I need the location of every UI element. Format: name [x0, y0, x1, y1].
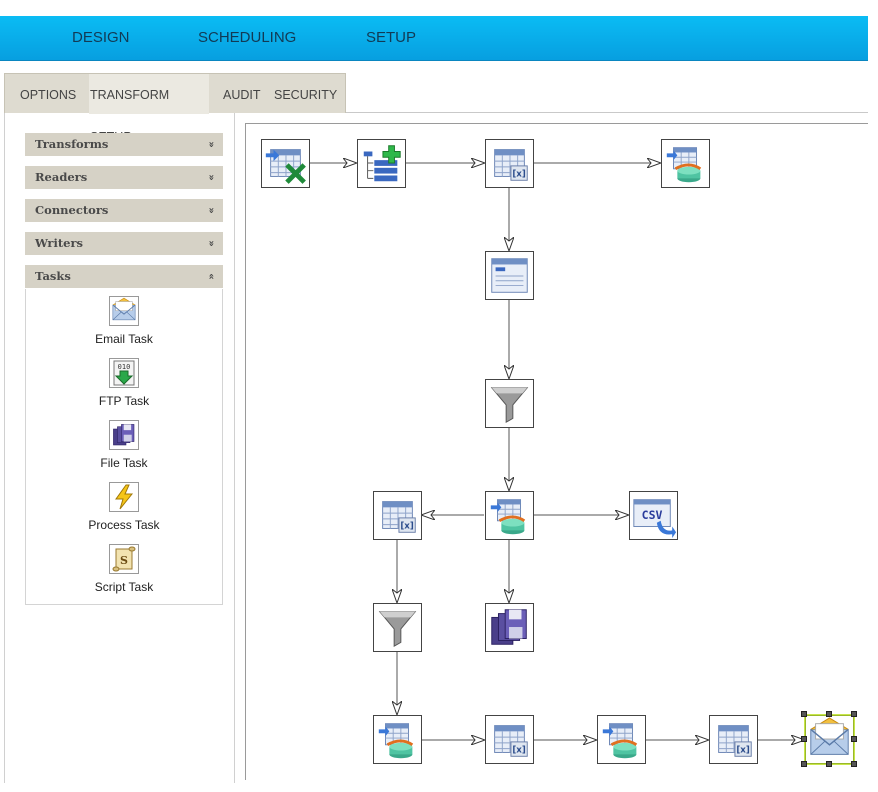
chevron-down-icon: » [205, 207, 217, 214]
section-readers[interactable]: Readers » [25, 166, 223, 189]
lightning-icon[interactable] [109, 482, 139, 512]
database-writer-icon [662, 140, 709, 187]
svg-text:S: S [120, 554, 128, 567]
table-function-icon [486, 140, 533, 187]
resize-handle[interactable] [851, 761, 857, 767]
table-transform-node[interactable] [485, 715, 534, 764]
resize-handle[interactable] [826, 761, 832, 767]
database-writer-node[interactable] [661, 139, 710, 188]
database-writer-node[interactable] [373, 715, 422, 764]
table-transform-node[interactable] [709, 715, 758, 764]
resize-handle[interactable] [826, 711, 832, 717]
task-label-process: Process Task [88, 518, 160, 532]
section-label: Readers [35, 170, 88, 184]
database-writer-icon [486, 492, 533, 539]
section-tasks[interactable]: Tasks « [25, 265, 223, 288]
add-columns-node[interactable] [357, 139, 406, 188]
nav-scheduling[interactable]: SCHEDULING [198, 29, 297, 46]
excel-reader-icon [265, 140, 306, 184]
email-icon [806, 716, 853, 763]
tab-options[interactable]: OPTIONS [20, 88, 77, 102]
nav-design[interactable]: DESIGN [72, 29, 130, 46]
csv-writer-node[interactable]: CSV [629, 491, 678, 540]
table-function-icon [710, 716, 757, 763]
task-label-email: Email Task [95, 332, 153, 346]
filter-node[interactable] [373, 603, 422, 652]
nav-setup[interactable]: SETUP [366, 29, 417, 46]
section-connectors[interactable]: Connectors » [25, 199, 223, 222]
funnel-icon [374, 604, 421, 651]
toolbox-panel [4, 113, 235, 783]
table-transform-node[interactable] [373, 491, 422, 540]
tab-strip: OPTIONS TRANSFORM SETUP AUDIT SECURITY [4, 73, 346, 144]
task-label-ftp: FTP Task [98, 394, 150, 408]
resize-handle[interactable] [851, 711, 857, 717]
workflow-canvas[interactable] [245, 123, 868, 780]
section-label: Connectors [35, 203, 109, 217]
resize-handle[interactable] [801, 736, 807, 742]
svg-text:010: 010 [118, 363, 131, 371]
table-function-icon [486, 716, 533, 763]
section-label: Tasks [35, 269, 71, 283]
tasks-list [25, 289, 223, 605]
filter-node[interactable] [485, 379, 534, 428]
ftp-icon[interactable]: 010 [109, 358, 139, 388]
list-add-icon [363, 145, 401, 182]
section-transforms[interactable]: Transforms » [25, 133, 223, 156]
excel-reader-node[interactable] [261, 139, 310, 188]
csv-icon: CSV [633, 499, 677, 539]
file-task-node[interactable] [485, 603, 534, 652]
resize-handle[interactable] [851, 736, 857, 742]
file-icon [486, 604, 533, 651]
funnel-icon [486, 380, 533, 427]
chevron-down-icon: » [205, 240, 217, 247]
task-label-file: File Task [100, 456, 148, 470]
form-icon [491, 258, 528, 293]
resize-handle[interactable] [801, 761, 807, 767]
script-icon[interactable]: S [109, 544, 139, 574]
csv-label: CSV [642, 508, 663, 522]
tab-security[interactable]: SECURITY [274, 88, 338, 102]
email-icon[interactable] [109, 296, 139, 326]
table-function-icon [374, 492, 421, 539]
section-label: Transforms [35, 137, 109, 151]
tab-audit[interactable]: AUDIT [223, 88, 261, 102]
table-transform-node[interactable] [485, 139, 534, 188]
chevron-down-icon: » [205, 141, 217, 148]
section-label: Writers [35, 236, 83, 250]
database-writer-icon [598, 716, 645, 763]
database-writer-node[interactable] [597, 715, 646, 764]
email-task-node-selected[interactable] [804, 714, 855, 765]
form-node[interactable] [485, 251, 534, 300]
top-navigation-bar: DESIGN SCHEDULING SETUP [0, 16, 868, 61]
file-icon[interactable] [109, 420, 139, 450]
database-writer-node[interactable] [485, 491, 534, 540]
chevron-up-icon: « [205, 273, 217, 280]
chevron-down-icon: » [205, 174, 217, 181]
database-writer-icon [374, 716, 421, 763]
tab-divider [346, 112, 868, 113]
task-label-script: Script Task [94, 580, 154, 594]
section-writers[interactable]: Writers » [25, 232, 223, 255]
tab-transform-setup[interactable]: TRANSFORM SETUP [89, 74, 209, 144]
resize-handle[interactable] [801, 711, 807, 717]
